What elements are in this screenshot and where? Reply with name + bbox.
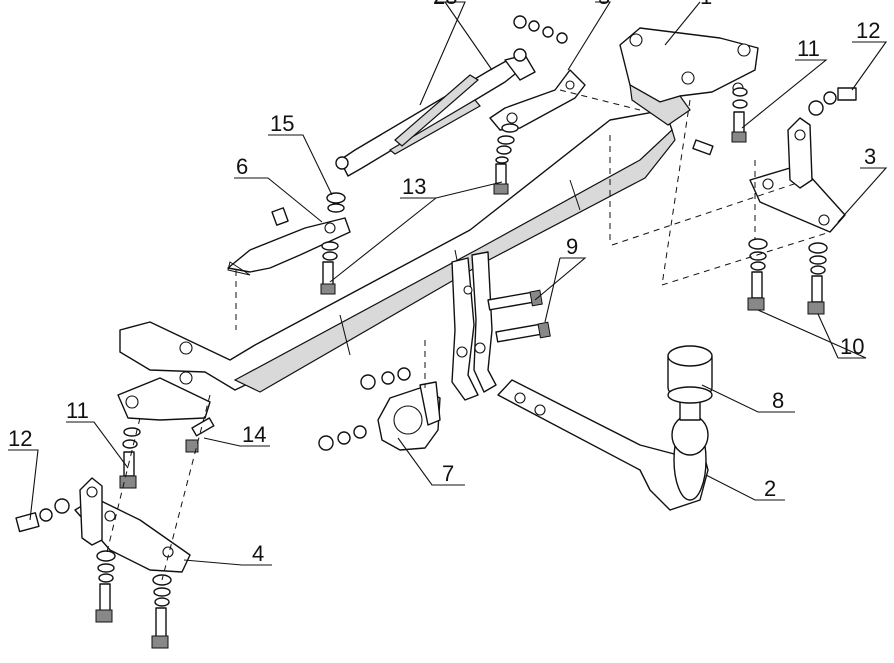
callout-23: 23 <box>433 0 457 9</box>
callout-8: 8 <box>772 388 784 413</box>
bolt-stack-13 <box>493 123 519 195</box>
callout-9: 9 <box>566 234 578 259</box>
callout-5: 5 <box>598 0 610 9</box>
main-crossbeam <box>119 109 676 393</box>
socket-plate <box>318 367 441 451</box>
bolt-stack-11-left <box>119 427 141 489</box>
bolt-stacks-4 <box>95 550 172 649</box>
callout-4: 4 <box>252 541 264 566</box>
right-beam-bracket <box>619 27 759 126</box>
bracket-3 <box>749 117 846 233</box>
bolt-12-left <box>15 498 70 533</box>
bolt-stacks-10 <box>747 238 828 315</box>
callout-7: 7 <box>442 461 454 486</box>
bolts-9 <box>487 289 551 343</box>
leader-lines <box>8 1 888 566</box>
callout-13: 13 <box>402 174 426 199</box>
centre-vertical-plates <box>451 251 497 401</box>
bolt-stack-15 <box>320 192 346 295</box>
tow-ball <box>667 345 713 456</box>
callout-6: 6 <box>236 154 248 179</box>
callout-2: 2 <box>764 476 776 501</box>
callout-14: 14 <box>242 422 266 447</box>
bolt-14 <box>185 417 215 453</box>
bracket-4 <box>74 477 191 573</box>
straps-23 <box>335 15 568 177</box>
callout-11-left: 11 <box>66 398 89 423</box>
bolt-stack-11-right <box>692 87 748 156</box>
bolt-12-right <box>808 87 857 116</box>
callout-10: 10 <box>840 334 864 359</box>
callout-labels: 23 5 1 11 12 15 6 3 13 9 10 8 11 12 14 7… <box>8 0 880 566</box>
left-beam-bracket <box>117 371 211 421</box>
callout-11-right: 11 <box>797 36 820 61</box>
callout-12-left: 12 <box>8 426 32 451</box>
callout-3: 3 <box>864 144 876 169</box>
callout-15: 15 <box>270 111 294 136</box>
bracket-6 <box>227 207 351 276</box>
callout-12-right: 12 <box>856 18 880 43</box>
assembly-lines <box>105 89 831 581</box>
callout-1: 1 <box>700 0 712 9</box>
